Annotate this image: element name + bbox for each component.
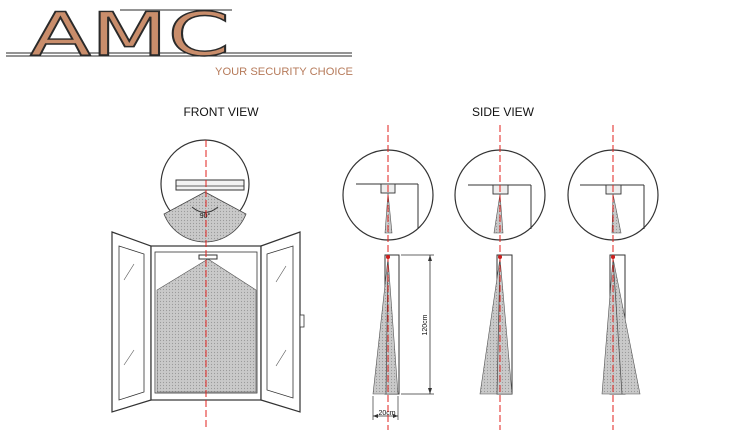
- left-glass-glint: [123, 263, 135, 281]
- side-circle-beam-1: [384, 192, 393, 234]
- width-dim-arrow-left: [373, 414, 378, 418]
- angle-label: 90°: [200, 212, 211, 220]
- front-detail-circle: 90°: [160, 139, 250, 243]
- logo-brand: AMC: [30, 0, 230, 70]
- side-profile-1: 120cm 20cm: [372, 254, 434, 420]
- side-beam-1: [372, 257, 399, 395]
- side-circle-beam-2: [493, 193, 504, 234]
- height-dim-arrow-bottom: [428, 388, 432, 394]
- amc-logo: AMC YOUR SECURITY CHOICE: [6, 0, 353, 78]
- front-door-sensor: [198, 254, 218, 260]
- side-profile-2: [479, 254, 513, 395]
- logo-tagline: YOUR SECURITY CHOICE: [215, 66, 353, 78]
- height-label: 120cm: [422, 314, 429, 335]
- front-detail-beam: [163, 191, 247, 243]
- side-profile-3: [601, 254, 641, 395]
- front-sensor-body: [175, 179, 245, 191]
- right-door-glass: [266, 245, 294, 399]
- side-beam-3: [601, 257, 641, 395]
- right-glass-glint-2: [275, 349, 287, 367]
- width-label: 20cm: [378, 410, 395, 417]
- side-beam-center-3: [612, 257, 623, 395]
- door-handle: [299, 314, 305, 328]
- side-circle-beam-3: [611, 193, 622, 234]
- front-door: [111, 231, 305, 413]
- front-view-title: FRONT VIEW: [183, 105, 259, 119]
- left-glass-glint-2: [123, 349, 135, 366]
- width-dim-arrow-right: [393, 414, 398, 418]
- side-beam-2: [479, 257, 513, 395]
- right-glass-glint: [275, 265, 287, 283]
- side-view-title: SIDE VIEW: [472, 105, 535, 119]
- angle-arc: [191, 206, 219, 213]
- height-dim-arrow-top: [428, 255, 432, 261]
- left-door-glass: [118, 245, 145, 401]
